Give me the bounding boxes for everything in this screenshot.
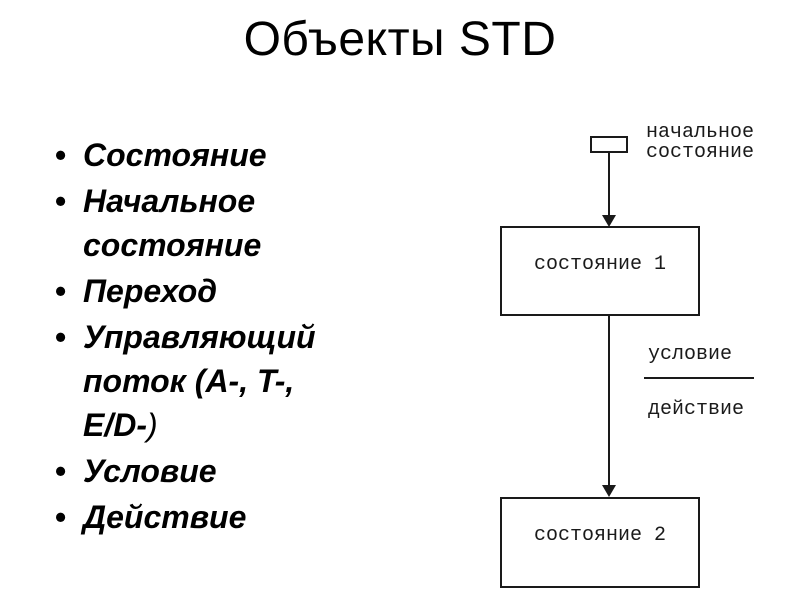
bullet-text-suffix: ) (147, 407, 158, 443)
transition-line-initial (608, 152, 610, 218)
bullet-item-condition: • Условие (55, 449, 367, 493)
bullet-item-initial-state: • Начальное состояние (55, 179, 367, 267)
bullet-icon: • (55, 453, 67, 489)
transition-line-1-2 (608, 315, 610, 487)
bullet-text: Условие (83, 453, 217, 489)
bullet-item-state: • Состояние (55, 133, 367, 177)
state1-label: состояние 1 (533, 252, 667, 276)
action-label: действие (648, 398, 745, 421)
bullet-icon: • (55, 499, 67, 535)
initial-state-label: начальное состояние (646, 121, 755, 164)
slide-title: Объекты STD (243, 13, 557, 66)
bullet-icon: • (55, 137, 67, 173)
bullet-text: Состояние (83, 137, 267, 173)
arrow-down-icon (602, 485, 616, 497)
arrow-down-icon (602, 215, 616, 227)
condition-label: условие (648, 343, 733, 366)
bullet-text: Действие (83, 499, 247, 535)
bullet-item-control-flow: • Управляющий поток (A-, T-, E/D-) (55, 315, 367, 447)
bullet-text: Начальное состояние (83, 183, 262, 263)
bullet-list: • Состояние • Начальное состояние • Пере… (55, 133, 367, 541)
bullet-item-transition: • Переход (55, 269, 367, 313)
bullet-item-action: • Действие (55, 495, 367, 539)
bullet-icon: • (55, 183, 67, 219)
bullet-icon: • (55, 273, 67, 309)
state2-label: состояние 2 (533, 524, 667, 547)
bullet-text: Управляющий поток (A-, T-, E/D- (83, 319, 316, 443)
condition-action-divider (644, 377, 754, 379)
state2-box: состояние 2 (500, 497, 700, 588)
state1-box: состояние 1 (500, 226, 700, 316)
bullet-icon: • (55, 319, 67, 355)
bullet-text: Переход (83, 273, 218, 309)
initial-state-shape (590, 136, 628, 153)
